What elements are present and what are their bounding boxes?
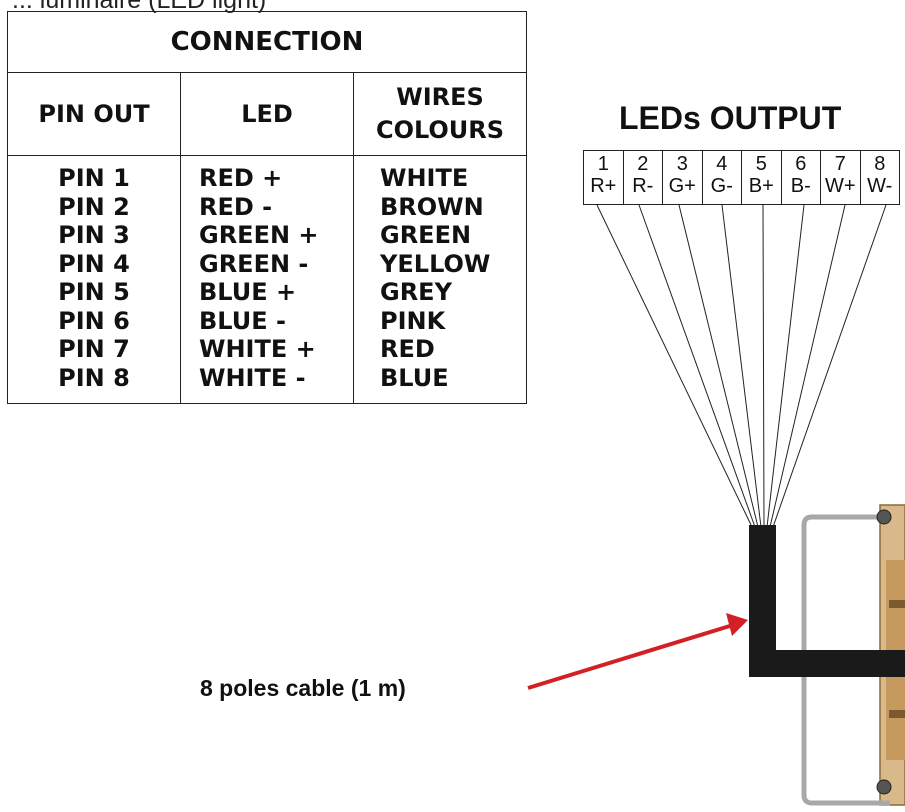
connection-table-title: CONNECTION: [6, 11, 528, 73]
led-cell: RED -: [199, 192, 273, 221]
pointer-arrow: [527, 613, 748, 690]
wire-3: [678, 204, 759, 528]
led-header: LED: [180, 72, 354, 156]
wire-6: [766, 204, 805, 528]
terminal-number: 3: [676, 153, 688, 175]
pin-cell: PIN 2: [58, 192, 130, 221]
cable: [749, 525, 905, 677]
bracket-bolts: [876, 509, 892, 795]
terminal-label: B-: [790, 175, 811, 197]
terminal-number: 8: [874, 153, 886, 175]
terminal-block: 3 G+: [663, 151, 703, 205]
led-cell: BLUE +: [199, 278, 297, 306]
terminal-label: G+: [668, 175, 696, 197]
terminal-strip: 1 R+ 2 R- 3 G+ 4 G- 5 B+ 6 B- 7 W+ 8 W-: [583, 150, 900, 205]
terminal-block: 5 B+: [742, 151, 782, 205]
fan-out-wires: [596, 204, 887, 528]
pin-cell: PIN 1: [58, 164, 130, 192]
terminal-label: W+: [824, 175, 856, 197]
wires-header-line2: COLOURS: [375, 116, 505, 144]
terminal-number: 1: [597, 153, 609, 175]
header-text: ... luminaire (LED light): [12, 0, 267, 14]
connection-table: CONNECTION PIN OUT LED WIRES COLOURS PIN…: [6, 11, 528, 404]
terminal-number: 6: [795, 153, 807, 175]
wire-colour-cell: RED: [380, 335, 435, 363]
terminal-block: 8 W-: [860, 151, 900, 205]
led-cell: BLUE -: [199, 306, 286, 335]
terminal-number: 7: [834, 153, 846, 175]
pin-out-header: PIN OUT: [7, 72, 181, 156]
terminal-label: B+: [748, 175, 774, 197]
terminal-block: 7 W+: [821, 151, 861, 205]
leds-output-title: LEDs OUTPUT: [619, 100, 842, 136]
led-cell: WHITE +: [199, 335, 316, 363]
led-cell: GREEN +: [199, 221, 319, 249]
cable-label: 8 poles cable (1 m): [200, 675, 406, 701]
led-column: RED + RED - GREEN + GREEN - BLUE + BLUE …: [180, 155, 354, 404]
pin-cell: PIN 6: [58, 306, 130, 335]
pin-cell: PIN 3: [58, 221, 130, 249]
terminal-block: 2 R-: [623, 151, 663, 205]
terminal-label: R+: [590, 175, 617, 197]
wire-colour-cell: BROWN: [380, 192, 484, 221]
pin-column: PIN 1 PIN 2 PIN 3 PIN 4 PIN 5 PIN 6 PIN …: [7, 155, 181, 404]
wire-7: [769, 204, 846, 528]
terminal-label: W-: [867, 175, 893, 197]
wire-1: [596, 204, 753, 528]
wire-8: [772, 204, 887, 528]
wire-colour-cell: PINK: [380, 306, 446, 335]
wire-2: [638, 204, 756, 528]
pin-cell: PIN 7: [58, 335, 130, 363]
terminal-number: 2: [637, 153, 649, 175]
terminal-block: 6 B-: [781, 151, 821, 205]
wire-colour-cell: YELLOW: [380, 249, 491, 278]
terminal-block: 1 R+: [584, 151, 624, 205]
pin-cell: PIN 5: [58, 278, 130, 306]
wires-header-line1: WIRES: [396, 83, 484, 111]
wire-4: [721, 204, 762, 528]
pin-cell: PIN 4: [58, 249, 130, 278]
wire-colour-cell: GREEN: [380, 221, 472, 249]
wire-colour-cell: WHITE: [380, 164, 469, 192]
terminal-block: 4 G-: [702, 151, 742, 205]
wire-colour-cell: BLUE: [380, 363, 449, 392]
led-cell: GREEN -: [199, 249, 309, 278]
terminal-number: 4: [716, 153, 728, 175]
terminal-label: G-: [710, 175, 733, 197]
pin-cell: PIN 8: [58, 363, 130, 392]
terminal-number: 5: [755, 153, 767, 175]
wire-colour-cell: GREY: [380, 278, 452, 306]
led-cell: RED +: [199, 164, 283, 192]
led-cell: WHITE -: [199, 363, 306, 392]
wire-colour-column: WHITE BROWN GREEN YELLOW GREY PINK RED B…: [352, 155, 528, 404]
terminal-label: R-: [632, 175, 654, 197]
wire-5: [762, 204, 765, 528]
